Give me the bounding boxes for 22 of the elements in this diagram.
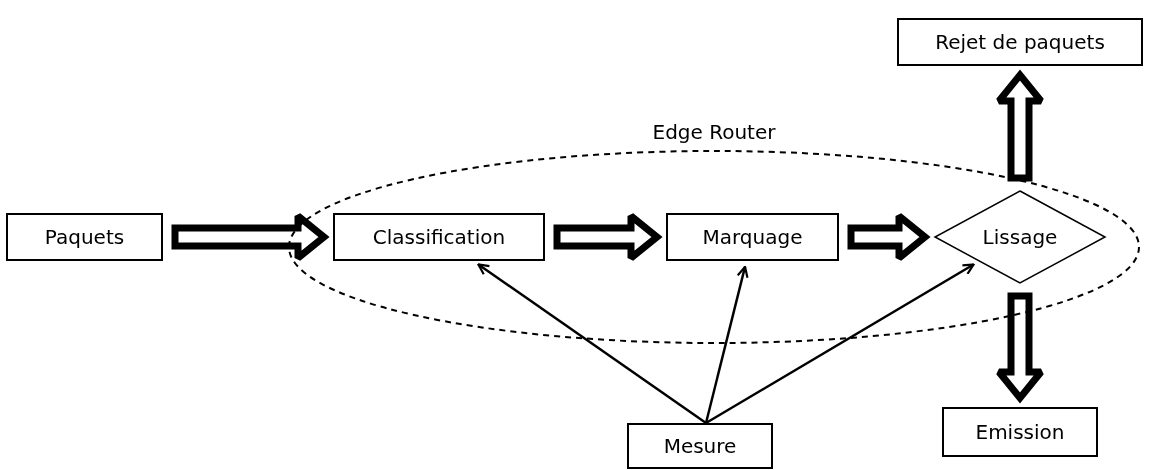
process-box [627,423,773,469]
box-label: Paquets [44,225,125,249]
box-label: Emission [975,420,1065,444]
block-arrow [847,212,931,262]
process-box [942,407,1098,457]
arrow [477,263,707,425]
box-label: Marquage [702,225,803,249]
process-box [666,213,839,261]
block-arrow [995,292,1045,404]
process-box [6,213,163,261]
block-arrow [553,212,663,262]
block-arrow [171,212,330,262]
block-arrow [995,69,1045,182]
arrow [705,263,975,425]
box-label: Rejet de paquets [935,30,1105,54]
box-label: Lissage [982,225,1058,249]
box-label: Mesure [663,434,737,458]
arrow [704,265,749,424]
box-label: Classification [372,225,506,249]
process-box [333,213,545,261]
process-box [897,18,1143,66]
region-label: Edge Router [652,120,776,144]
